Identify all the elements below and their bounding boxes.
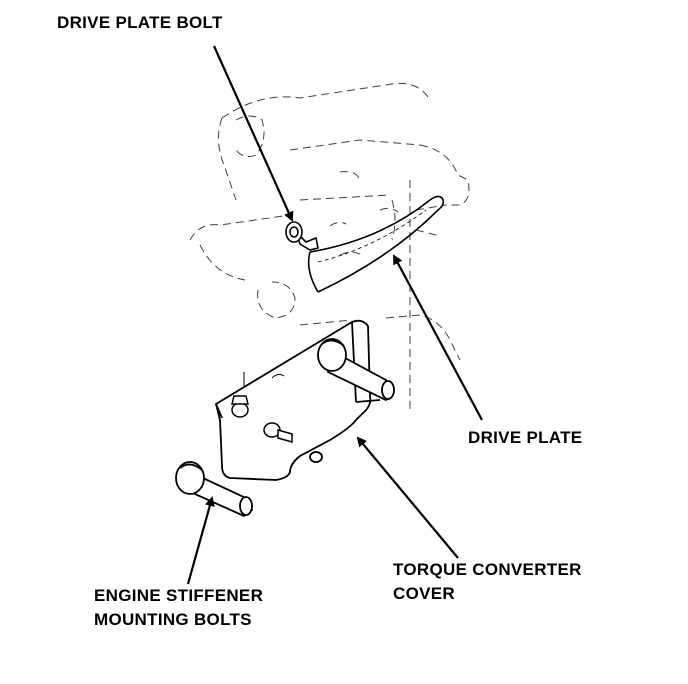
engine-stiffener-label: ENGINE STIFFENER MOUNTING BOLTS [94, 584, 263, 632]
stiffener-bolt-lower [175, 461, 254, 518]
engine-stiffener-leader [186, 496, 215, 585]
torque-converter-cover-line1: TORQUE CONVERTER [393, 560, 582, 579]
drive-plate-leader [393, 254, 483, 421]
drive-plate-bolt-label-text: DRIVE PLATE BOLT [57, 13, 223, 32]
cover-bolts [231, 395, 293, 443]
drive-plate-part [307, 195, 445, 293]
torque-converter-cover-leader [356, 436, 459, 559]
engine-block-outline [189, 82, 470, 410]
drive-plate-label-text: DRIVE PLATE [468, 428, 583, 447]
drive-plate-bolt-label: DRIVE PLATE BOLT [57, 11, 223, 35]
engine-stiffener-line1: ENGINE STIFFENER [94, 586, 264, 605]
drive-plate-bolt-leader [212, 45, 294, 222]
drive-plate-label: DRIVE PLATE [468, 426, 582, 450]
torque-converter-cover-line2: COVER [393, 584, 455, 603]
engine-stiffener-line2: MOUNTING BOLTS [94, 610, 252, 629]
torque-converter-cover-label: TORQUE CONVERTER COVER [393, 558, 582, 606]
leader-arrows [186, 45, 483, 585]
drive-plate-bolt-part [285, 221, 319, 251]
stiffener-bolt-upper [317, 338, 395, 402]
